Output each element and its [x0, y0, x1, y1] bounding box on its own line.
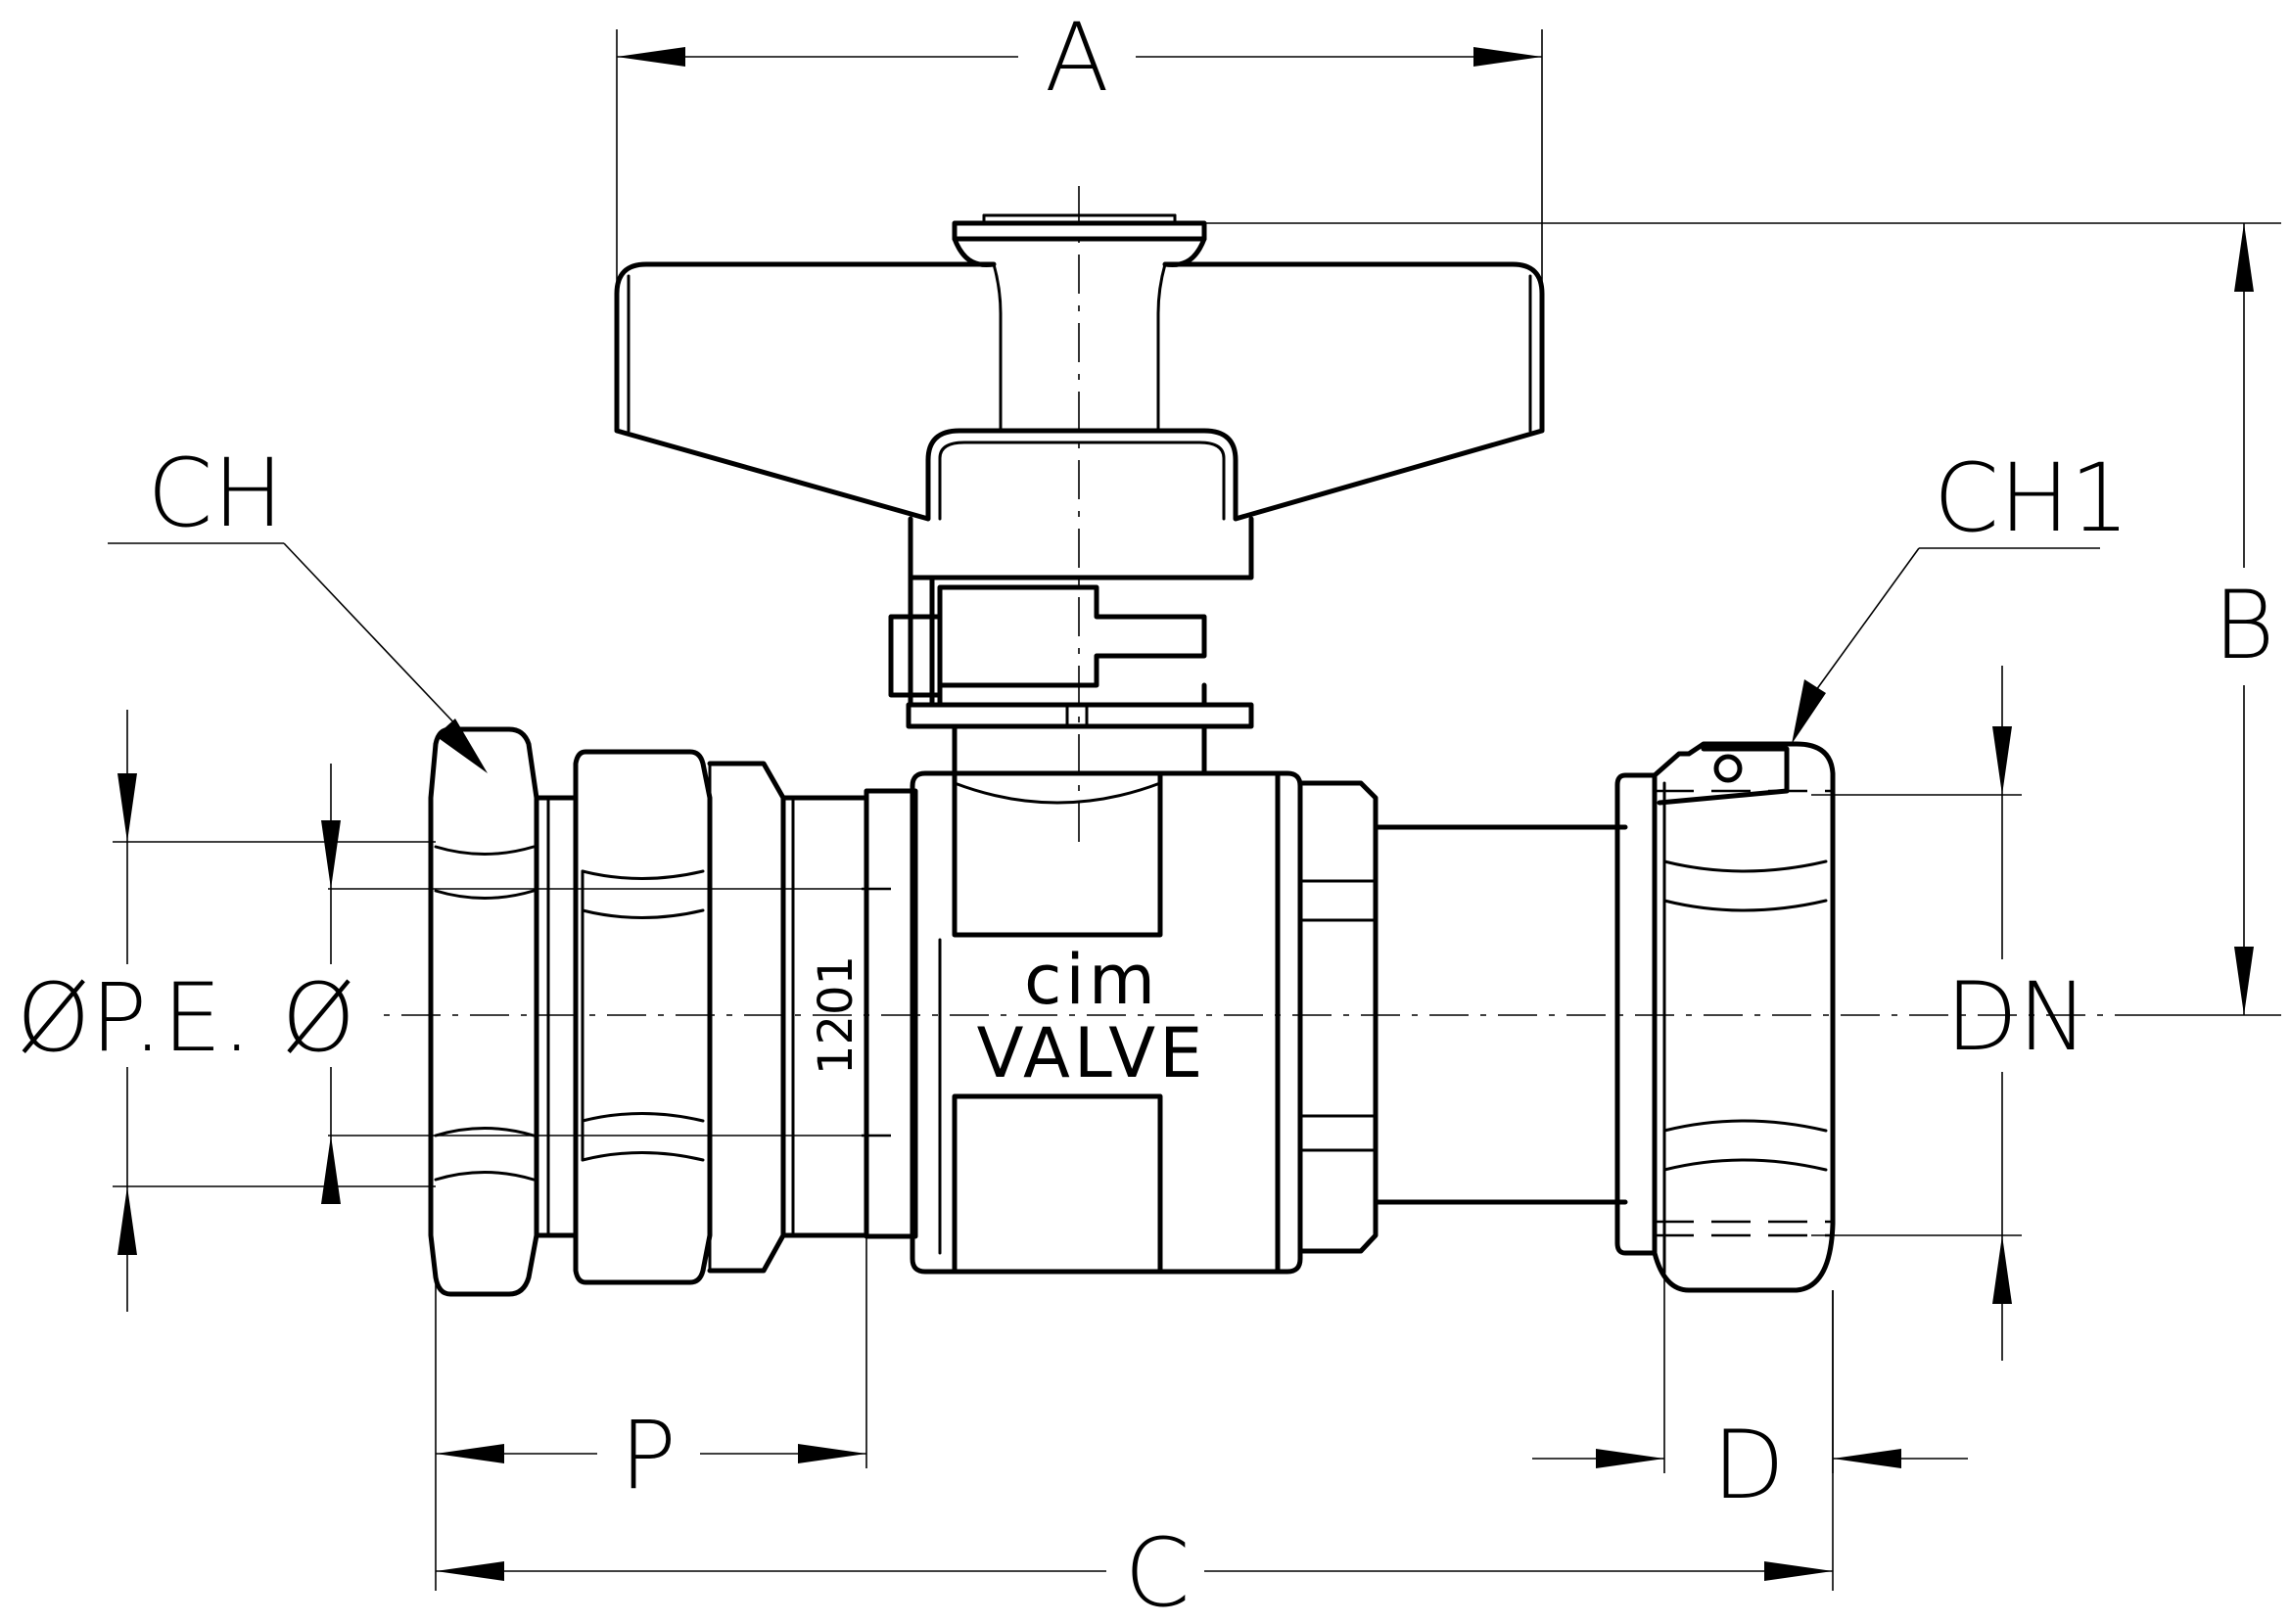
callout-ch: CH [108, 439, 488, 773]
dimension-d: D [1532, 1273, 1968, 1520]
label-a: A [1045, 3, 1109, 113]
dimension-b: B [1206, 222, 2281, 1016]
butterfly-handle [614, 213, 1545, 522]
label-ch1: CH1 [1934, 443, 2129, 553]
brand-subtitle: VALVE [977, 1013, 1207, 1093]
label-p: P [620, 1401, 677, 1510]
center-lines [127, 186, 2154, 1016]
valve-body: cim VALVE 1201 [809, 770, 1303, 1275]
stem-assembly [888, 516, 1254, 776]
brand-mark: cim [1024, 940, 1159, 1020]
dimension-pe-diameter: ØP.E. Ø [0, 710, 862, 1312]
label-dn: DN [1945, 962, 2088, 1072]
label-c: C [1124, 1518, 1190, 1619]
label-d: D [1712, 1411, 1785, 1520]
label-pe-diameter: ØP.E. Ø [17, 963, 355, 1073]
callout-ch1: CH1 [1792, 443, 2129, 744]
size-code: 1201 [809, 955, 864, 1075]
left-pe-connection [428, 726, 891, 1297]
right-union-connection [1297, 741, 1836, 1293]
dimension-c: C [435, 1282, 1834, 1624]
dimension-p: P [436, 1235, 867, 1510]
dimension-dn: DN [1811, 666, 2088, 1361]
dimension-a: A [616, 3, 1543, 284]
label-ch: CH [147, 439, 283, 548]
label-b: B [2214, 571, 2275, 680]
